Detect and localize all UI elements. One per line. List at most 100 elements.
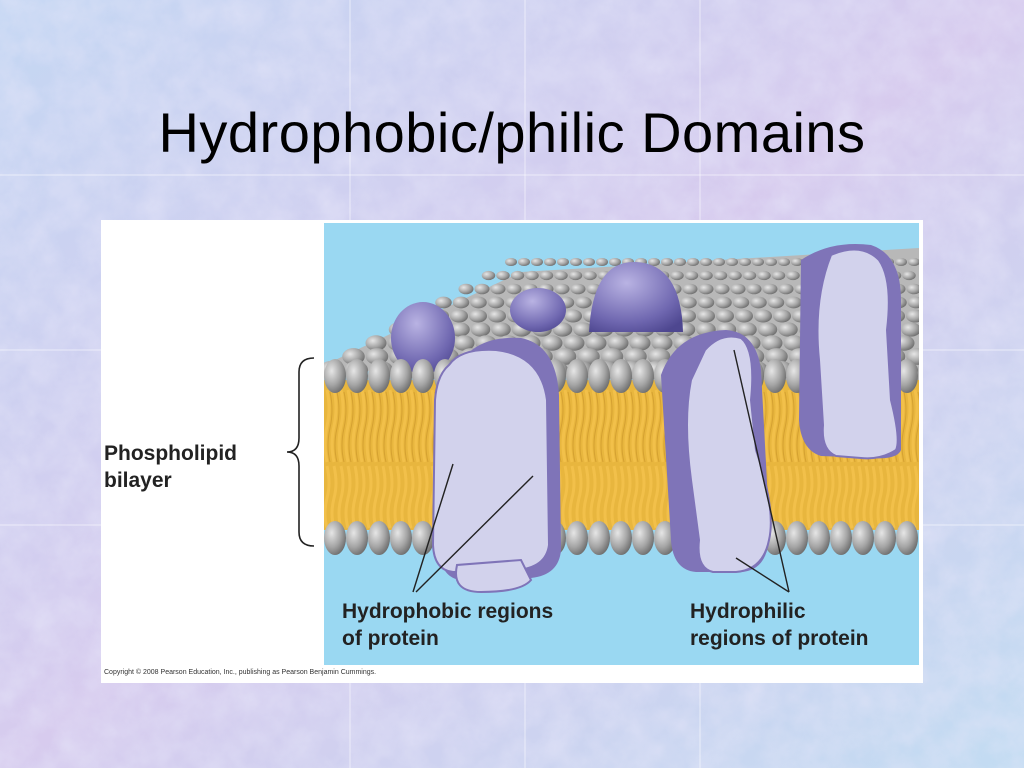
slide-title: Hydrophobic/philic Domains xyxy=(158,101,866,164)
lipid-tail xyxy=(631,389,639,529)
lipid-head xyxy=(607,335,629,351)
lipid-tail-shade xyxy=(362,391,368,463)
lipid-tail xyxy=(624,389,632,529)
lipid-head xyxy=(481,270,496,281)
lipid-head xyxy=(786,521,808,555)
lipid-head xyxy=(699,270,713,281)
lipid-head xyxy=(557,258,569,266)
lipid-tail-shade xyxy=(418,391,424,463)
lipid-tail xyxy=(792,389,800,529)
lipid-tail xyxy=(911,389,919,529)
lipid-head xyxy=(700,258,712,266)
lipid-head xyxy=(570,258,582,266)
lipid-tail xyxy=(785,389,793,529)
lipid-head xyxy=(732,296,750,309)
lipid-head xyxy=(697,309,715,323)
lipid-head xyxy=(746,283,762,295)
lipid-head xyxy=(754,309,772,323)
lipid-head xyxy=(390,359,412,393)
lipid-head xyxy=(901,322,919,337)
lipid-head xyxy=(541,335,563,351)
lipid-head xyxy=(585,335,607,351)
lipid-head xyxy=(368,521,390,555)
lipid-head xyxy=(368,359,390,393)
lipid-tail xyxy=(344,389,352,529)
surface-protein-dome xyxy=(391,302,455,374)
lipid-tail-shade xyxy=(635,391,641,463)
lipid-tail xyxy=(568,389,576,529)
lipid-tail-shade xyxy=(341,391,347,463)
lipid-head xyxy=(808,521,830,555)
lipid-head xyxy=(896,521,918,555)
lipid-head xyxy=(496,270,510,281)
lipid-head xyxy=(563,335,585,351)
hydrophobic-label-line2: of protein xyxy=(342,627,439,650)
surface-protein-dome xyxy=(510,288,566,332)
lipid-head xyxy=(469,309,487,323)
lipid-tail-shade xyxy=(348,391,354,463)
lipid-tail xyxy=(771,389,779,529)
lipid-tail xyxy=(414,389,422,529)
lipid-tail xyxy=(638,389,646,529)
bilayer-label-line1: Phospholipid xyxy=(104,442,237,465)
lipid-head xyxy=(773,309,791,323)
lipid-tail-shade xyxy=(901,391,907,463)
lipid-head xyxy=(764,359,786,393)
lipid-tail xyxy=(617,389,625,529)
lipid-head xyxy=(487,296,505,309)
lipid-tail-shade xyxy=(327,391,333,463)
lipid-head xyxy=(518,258,530,266)
lipid-tail xyxy=(610,389,618,529)
lipid-tail xyxy=(561,389,569,529)
lipid-head xyxy=(670,270,684,281)
lipid-tail xyxy=(778,389,786,529)
lipid-head xyxy=(852,521,874,555)
bilayer-label-line2: bilayer xyxy=(104,469,172,492)
lipid-tail-shade xyxy=(565,391,571,463)
lipid-tail-shade xyxy=(397,391,403,463)
lipid-head xyxy=(470,322,491,337)
lipid-tail xyxy=(603,389,611,529)
lipid-head xyxy=(570,283,586,295)
lipid-head xyxy=(458,283,474,295)
lipid-head xyxy=(757,270,771,281)
lipid-tail xyxy=(407,389,415,529)
lipid-head xyxy=(544,258,556,266)
lipid-head xyxy=(742,270,757,281)
membrane-illustration xyxy=(286,223,919,665)
lipid-head xyxy=(906,283,919,295)
lipid-tail xyxy=(421,389,429,529)
lipid-tail xyxy=(596,389,604,529)
lipid-head xyxy=(566,521,588,555)
lipid-head xyxy=(783,335,805,351)
lipid-head xyxy=(908,258,919,266)
lipid-head xyxy=(390,521,412,555)
lipid-head xyxy=(632,521,654,555)
lipid-head xyxy=(682,283,698,295)
lipid-head xyxy=(610,359,632,393)
lipid-tail xyxy=(904,389,912,529)
transmembrane-protein-middle xyxy=(661,330,772,573)
lipid-tail-shade xyxy=(334,391,340,463)
lipid-head xyxy=(680,296,697,309)
lipid-head xyxy=(531,258,543,266)
lipid-head xyxy=(588,359,610,393)
lipid-head xyxy=(698,283,714,295)
lipid-tail-shade xyxy=(369,391,375,463)
lipid-tail-shade xyxy=(593,391,599,463)
lipid-head xyxy=(687,258,699,266)
lipid-tail xyxy=(351,389,359,529)
lipid-head xyxy=(778,322,798,337)
lipid-tail xyxy=(645,389,653,529)
lipid-tail-shade xyxy=(390,391,396,463)
lipid-head xyxy=(778,258,790,266)
lipid-head xyxy=(632,359,654,393)
lipid-head xyxy=(583,270,597,281)
lipid-tail-shade xyxy=(600,391,606,463)
lipid-head xyxy=(552,322,573,337)
lipid-tail-shade xyxy=(768,391,774,463)
lipid-tail xyxy=(365,389,373,529)
lipid-head xyxy=(737,322,757,337)
lipid-head xyxy=(610,521,632,555)
lipid-tail-shade xyxy=(782,391,788,463)
